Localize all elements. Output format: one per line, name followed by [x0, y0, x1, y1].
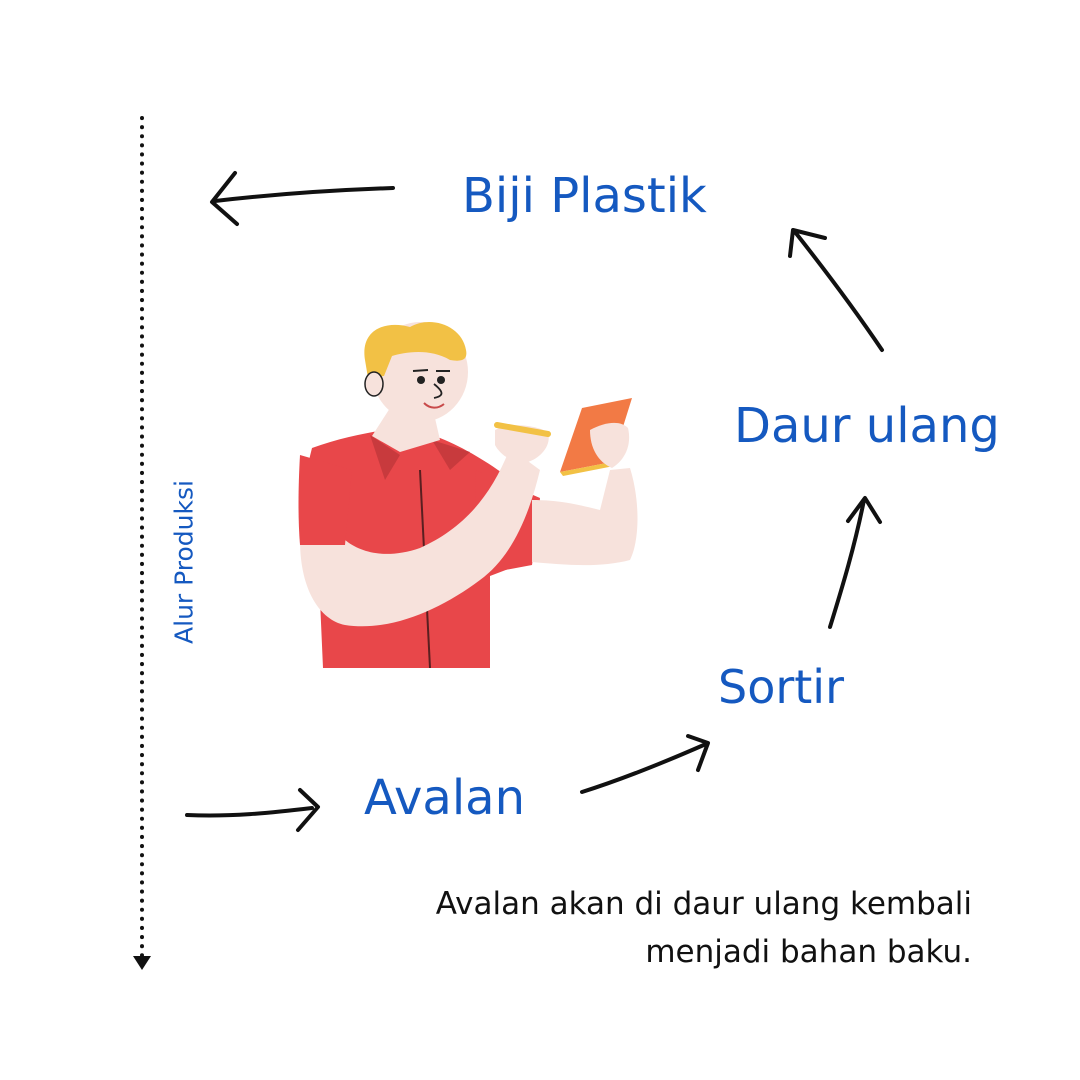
- step-biji-plastik: Biji Plastik: [462, 168, 707, 224]
- left-sleeve: [298, 455, 352, 545]
- arrow-into-avalan: [185, 788, 320, 832]
- eye-left: [417, 376, 425, 384]
- step-avalan: Avalan: [364, 770, 526, 826]
- eye-right: [437, 376, 445, 384]
- right-arm: [532, 468, 638, 566]
- arrow-daur-ulang-to-biji-plastik: [788, 228, 884, 352]
- down-arrowhead-icon: [133, 956, 151, 970]
- right-hand: [590, 422, 630, 468]
- pen-icon: [494, 422, 551, 437]
- axis-label-alur-produksi: Alur Produksi: [169, 480, 199, 644]
- step-sortir: Sortir: [718, 660, 844, 714]
- shirt-collar-right: [432, 440, 470, 470]
- description: Avalan akan di daur ulang kembali menjad…: [436, 880, 972, 976]
- description-line-2: menjadi bahan baku.: [645, 934, 972, 970]
- step-daur-ulang: Daur ulang: [734, 398, 1000, 454]
- person-writing-illustration: [298, 321, 638, 669]
- arrow-avalan-to-sortir: [580, 734, 710, 794]
- hair: [364, 321, 467, 378]
- ear: [364, 371, 384, 397]
- description-line-1: Avalan akan di daur ulang kembali: [435, 886, 972, 922]
- shirt-collar-left: [370, 435, 400, 480]
- arrow-out-of-biji-plastik: [210, 171, 395, 226]
- left-arm: [300, 448, 540, 627]
- flow-direction-line: [133, 116, 151, 970]
- arrow-sortir-to-daur-ulang: [828, 496, 882, 629]
